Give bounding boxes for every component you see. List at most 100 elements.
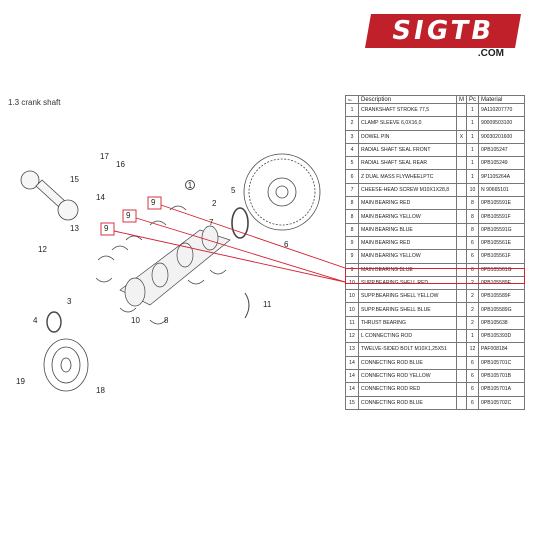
- cell-material: 0PB105589G: [477, 302, 526, 317]
- callout-7[interactable]: 7: [209, 218, 214, 227]
- cell-no: 7: [344, 182, 360, 198]
- cell-pc: 6: [465, 355, 479, 370]
- cell-description: TWELVE-SIDED BOLT M10X1,25X51: [358, 342, 457, 357]
- cell-m: [455, 235, 467, 251]
- callout-4[interactable]: 4: [33, 316, 38, 325]
- callout-15[interactable]: 15: [70, 175, 79, 184]
- cell-description: CRANKSHAFT STROKE 77,5: [358, 102, 457, 118]
- front-seal: [46, 311, 62, 333]
- cell-no: 9: [344, 249, 360, 264]
- brand-logo[interactable]: SIGTB .COM: [365, 14, 521, 60]
- cell-description: SUPP.BEARING SHELL BLUE: [358, 302, 457, 317]
- callout-9-a[interactable]: 9: [151, 198, 156, 207]
- cell-no: 8: [344, 196, 360, 211]
- cell-description: MAIN BEARING BLUE: [358, 262, 457, 277]
- cell-material: 0PB105249: [477, 156, 526, 171]
- header-pc: Pc: [465, 95, 479, 104]
- cell-m: [455, 355, 467, 370]
- callout-2[interactable]: 2: [212, 199, 217, 208]
- cell-description: CONNECTING ROD RED: [358, 382, 457, 397]
- callout-18[interactable]: 18: [96, 386, 105, 395]
- cell-material: 0PB105638: [477, 315, 526, 331]
- cell-m: [455, 262, 467, 277]
- parts-diagram: [20, 153, 345, 392]
- cell-material: 90009503100: [477, 116, 526, 131]
- cell-m: X: [455, 129, 467, 144]
- callout-9-c[interactable]: 9: [104, 224, 109, 233]
- cell-no: 10: [344, 289, 360, 304]
- callout-12[interactable]: 12: [38, 245, 47, 254]
- cell-no: 8: [344, 209, 360, 224]
- cell-description: RADIAL SHAFT SEAL REAR: [358, 156, 457, 171]
- cell-material: 0PB105701C: [477, 355, 526, 370]
- callout-16[interactable]: 16: [116, 160, 125, 169]
- cell-material: 90030201600: [477, 129, 526, 144]
- cell-no: 9: [344, 235, 360, 251]
- cell-material: 9A110207770: [477, 102, 526, 118]
- cell-pc: 1: [465, 329, 479, 344]
- callout-5[interactable]: 5: [231, 186, 236, 195]
- callout-19[interactable]: 19: [16, 377, 25, 386]
- cell-description: CONNECTING ROD BLUE: [358, 355, 457, 370]
- cell-m: [455, 102, 467, 118]
- cell-description: MAIN BEARING BLUE: [358, 222, 457, 237]
- crankshaft: [119, 225, 231, 307]
- cell-no: 11: [344, 315, 360, 331]
- cell-m: [455, 368, 467, 384]
- callout-6[interactable]: 6: [284, 240, 289, 249]
- cell-no: 2: [344, 116, 360, 131]
- cell-no: 10: [344, 275, 360, 291]
- callout-9-b[interactable]: 9: [126, 211, 131, 220]
- cell-material: 0PB105589F: [477, 289, 526, 304]
- logo-text: SIGTB: [365, 14, 521, 48]
- callout-3[interactable]: 3: [67, 297, 72, 306]
- header-material: Material: [477, 95, 526, 104]
- callout-14[interactable]: 14: [96, 193, 105, 202]
- cell-no: 5: [344, 156, 360, 171]
- cell-description: MAIN BEARING YELLOW: [358, 249, 457, 264]
- cell-no: 13: [344, 342, 360, 357]
- callout-17[interactable]: 17: [100, 152, 109, 161]
- cell-no: 14: [344, 368, 360, 384]
- cell-m: [455, 156, 467, 171]
- callout-1[interactable]: 1: [185, 180, 195, 190]
- callout-13[interactable]: 13: [70, 224, 79, 233]
- cell-pc: 2: [465, 289, 479, 304]
- callout-11[interactable]: 11: [263, 300, 272, 309]
- section-title: 1.3 crank shaft: [8, 98, 61, 107]
- cell-m: [455, 222, 467, 237]
- cell-description: L CONNECTING ROD: [358, 329, 457, 344]
- header-description: Description: [358, 95, 457, 104]
- table-header-row: No. Description M Pc Material: [344, 95, 526, 104]
- cell-description: Z DUAL MASS FLYWHEELPTC: [358, 169, 457, 184]
- cell-description: RADIAL SHAFT SEAL FRONT: [358, 142, 457, 158]
- callout-10[interactable]: 10: [131, 316, 140, 325]
- cell-material: PAF008184: [477, 342, 526, 357]
- cell-description: CLAMP SLEEVE 6,0X16,0: [358, 116, 457, 131]
- callout-8[interactable]: 8: [164, 316, 169, 325]
